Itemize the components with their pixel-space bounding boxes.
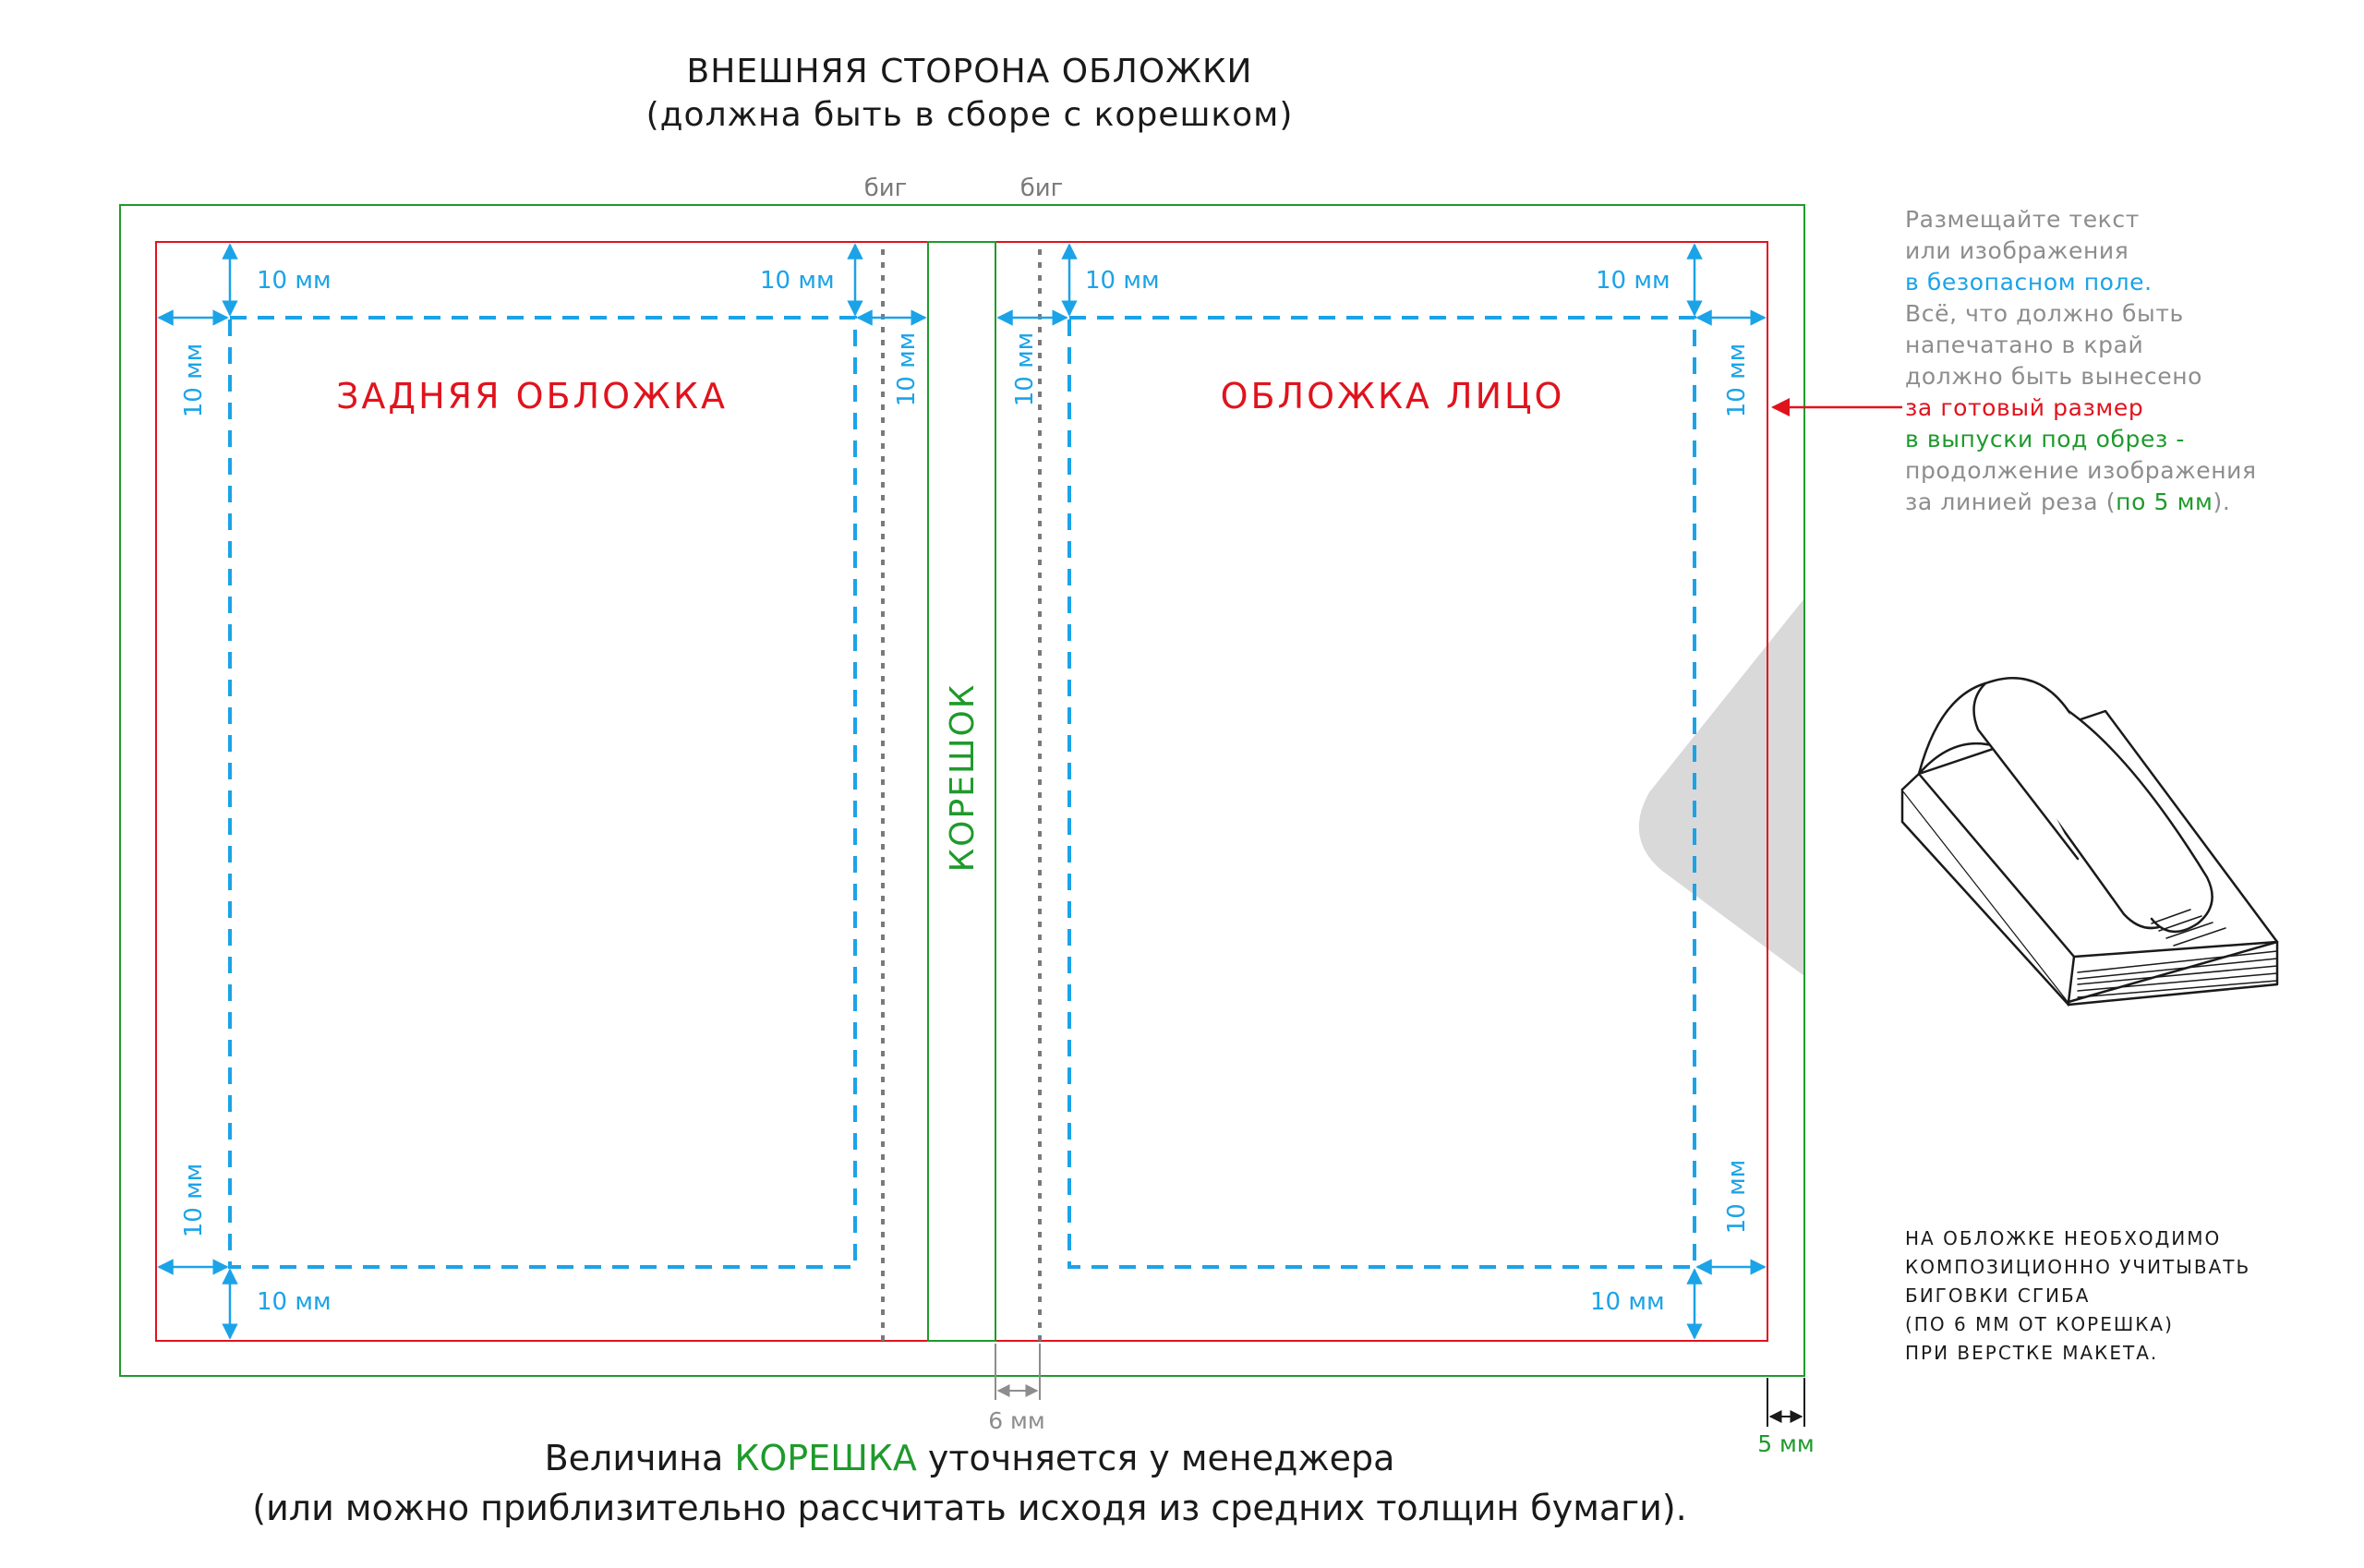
bleed-size-label: 5 мм [1757, 1430, 1815, 1457]
note-line: напечатано в край [1905, 332, 2144, 358]
dim-label: 10 мм [180, 344, 208, 418]
crease-label-right: биг [1020, 175, 1064, 202]
note-line: за готовый размер [1905, 394, 2144, 421]
dim-label: 10 мм [1590, 1288, 1665, 1316]
note-line: в безопасном поле. [1905, 269, 2153, 296]
crease-note-line: (ПО 6 ММ ОТ КОРЕШКА) [1905, 1313, 2174, 1335]
bleed-outline [119, 204, 1805, 1377]
note-line: в выпуски под обрез - [1905, 426, 2186, 452]
note-line: или изображения [1905, 237, 2129, 264]
dim-label: 10 мм [1723, 344, 1751, 418]
note-line: должно быть вынесено [1905, 363, 2203, 390]
crease-note-line: КОМПОЗИЦИОННО УЧИТЫВАТЬ [1905, 1256, 2251, 1278]
note-text: ). [2213, 488, 2231, 515]
spine-calc-note: (или можно приблизительно рассчитать исх… [252, 1488, 1687, 1528]
dim-label: 10 мм [1723, 1160, 1751, 1235]
diagram-title: ВНЕШНЯЯ СТОРОНА ОБЛОЖКИ [686, 53, 1253, 90]
note-line: продолжение изображения [1905, 457, 2257, 484]
front-cover-label: ОБЛОЖКА ЛИЦО [1221, 376, 1565, 416]
dim-label: 10 мм [1085, 267, 1160, 295]
back-cover-label: ЗАДНЯЯ ОБЛОЖКА [336, 376, 728, 416]
dim-label: 10 мм [893, 332, 921, 407]
spine-size-note: Величина КОРЕШКА уточняется у менеджера [185, 1433, 1755, 1483]
dim-label: 10 мм [257, 267, 332, 295]
safe-zone-front [1067, 316, 1696, 1269]
safe-zone-back [228, 316, 857, 1269]
open-book-icon [1900, 677, 2279, 1007]
footer-text: уточняется у менеджера [916, 1438, 1395, 1478]
crease-note-line: ПРИ ВЕРСТКЕ МАКЕТА. [1905, 1342, 2159, 1364]
corner-highlight [1638, 598, 1804, 976]
note-line: Всё, что должно быть [1905, 300, 2184, 327]
crease-label-left: биг [864, 175, 908, 202]
crease-offset-label: 6 мм [988, 1407, 1045, 1434]
spine-label: КОРЕШОК [944, 683, 982, 873]
note-line: за линией реза (по 5 мм). [1905, 487, 2348, 518]
footer-text: Величина [544, 1438, 735, 1478]
note-line: Размещайте текст [1905, 206, 2140, 233]
safe-zone-note: Размещайте текст или изображения в безоп… [1905, 204, 2348, 518]
crease-note-line: НА ОБЛОЖКЕ НЕОБХОДИМО [1905, 1227, 2222, 1249]
crease-note-line: БИГОВКИ СГИБА [1905, 1285, 2091, 1307]
dim-label: 10 мм [1596, 267, 1670, 295]
dim-label: 10 мм [1011, 332, 1039, 407]
diagram-subtitle: (должна быть в сборе с корешком) [645, 96, 1294, 134]
dim-label: 10 мм [760, 267, 835, 295]
dim-label: 10 мм [257, 1288, 332, 1316]
spine-outline [927, 241, 996, 1342]
note-text: за линией реза ( [1905, 488, 2117, 515]
crease-note: НА ОБЛОЖКЕ НЕОБХОДИМО КОМПОЗИЦИОННО УЧИТ… [1905, 1224, 2348, 1368]
dim-label: 10 мм [180, 1164, 208, 1238]
note-text: по 5 мм [2116, 488, 2213, 515]
footer-spine-word: КОРЕШКА [734, 1438, 917, 1478]
